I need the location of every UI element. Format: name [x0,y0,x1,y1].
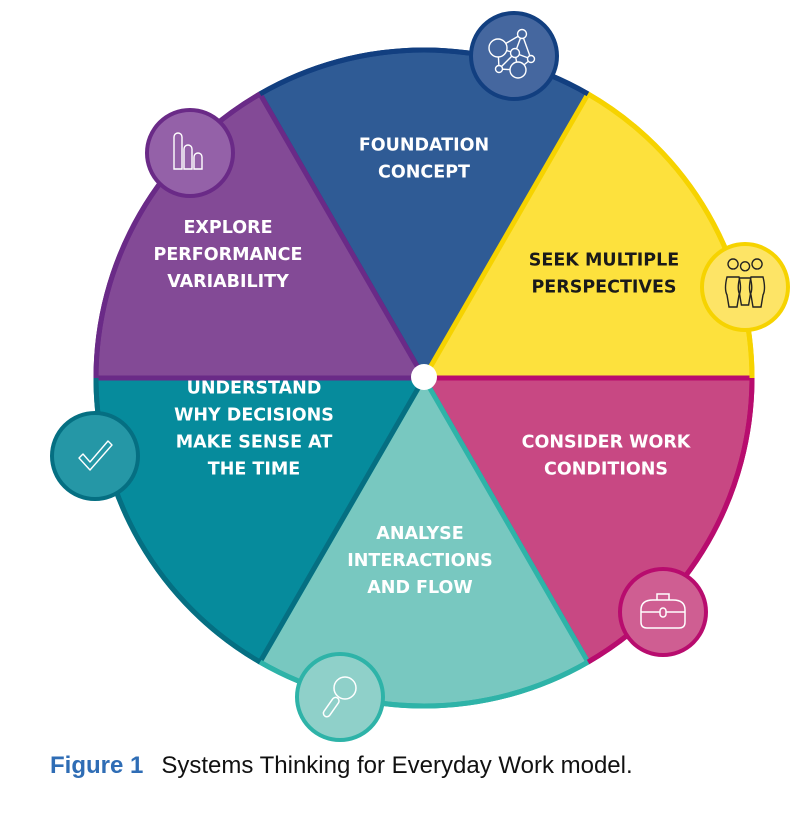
icon-badge-variability [145,108,235,198]
segment-label-line: SEEK MULTIPLE [529,251,679,271]
magnifier-icon [295,652,385,742]
segment-label-line: AND FLOW [367,578,472,598]
segment-label-interactions: ANALYSE INTERACTIONS AND FLOW [347,524,493,598]
figure-label: Figure 1 [50,752,144,779]
checkmark-icon-glyph [78,440,113,471]
segment-label-line: MAKE SENSE AT [176,433,333,453]
segment-label-line: UNDERSTAND [187,379,322,399]
caption-text: Systems Thinking for Everyday Work model… [161,752,633,779]
segment-label-line: EXPLORE [183,218,272,238]
figure-caption: Figure 1 Systems Thinking for Everyday Wo… [50,752,633,780]
icon-badge-perspectives [700,242,790,332]
network-icon [469,11,559,101]
segment-label-decisions: UNDERSTAND WHY DECISIONS MAKE SENSE AT THE … [174,379,334,480]
systems-thinking-wheel: FOUNDATION CONCEPT SEEK MULTIPLE PERSPECTIV… [50,11,790,742]
magnifier-icon-glyph [322,676,357,718]
segment-label-line: PERSPECTIVES [531,278,676,298]
segment-label-line: FOUNDATION [359,136,489,156]
segment-label-line: ANALYSE [376,524,463,544]
people-group-icon-glyph [724,258,766,308]
segment-label-line: WHY DECISIONS [174,406,334,426]
bar-chart-icon [145,108,235,198]
segment-label-variability: EXPLORE PERFORMANCE VARIABILITY [154,218,303,292]
toolbox-icon-glyph [640,593,686,629]
segment-label-line: VARIABILITY [167,272,289,292]
segment-label-foundation: FOUNDATION CONCEPT [359,136,489,183]
segment-label-line: CONDITIONS [544,460,668,480]
segment-label-perspectives: SEEK MULTIPLE PERSPECTIVES [529,251,679,298]
people-group-icon [700,242,790,332]
segment-label-line: THE TIME [208,460,300,480]
segment-label-line: PERFORMANCE [154,245,303,265]
segment-label-line: INTERACTIONS [347,551,493,571]
network-icon-glyph [488,28,536,79]
bar-chart-icon-glyph [173,132,203,170]
center-hub [411,364,437,390]
toolbox-icon [618,567,708,657]
icon-badge-work-conditions [618,567,708,657]
segment-label-line: CONCEPT [378,163,470,183]
segment-label-work-conditions: CONSIDER WORK CONDITIONS [522,433,692,480]
checkmark-icon [50,411,140,501]
segment-label-line: CONSIDER WORK [522,433,692,453]
